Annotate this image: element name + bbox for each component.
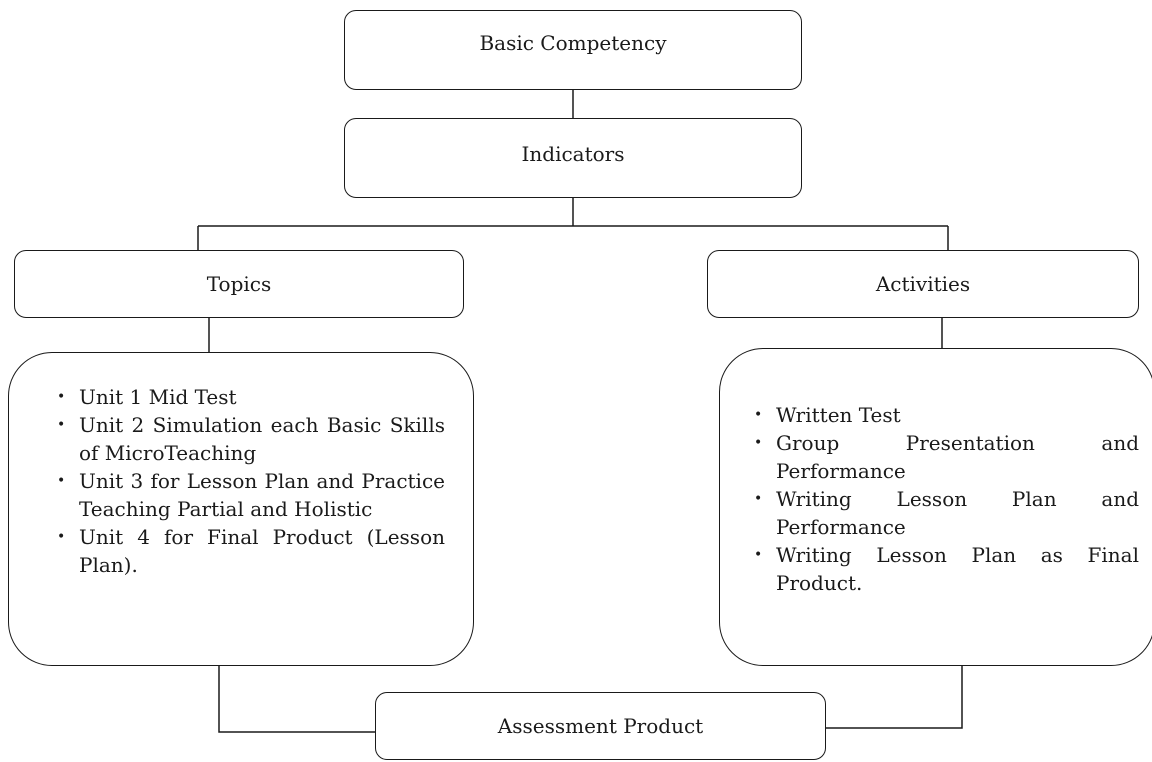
topics-item-text: Unit 4 for Final Product (Lesson Plan).	[79, 525, 445, 577]
topics-list-item: • Unit 3 for Lesson Plan and Practice Tea…	[57, 467, 445, 523]
activities-list-item: • Writing Lesson Plan and Performance	[754, 485, 1139, 541]
bullet-icon: •	[57, 529, 66, 545]
basic-competency-box: Basic Competency	[344, 10, 802, 90]
bullet-icon: •	[57, 389, 66, 405]
topics-list-box: • Unit 1 Mid Test • Unit 2 Simulation each…	[8, 352, 474, 666]
basic-competency-label: Basic Competency	[479, 31, 667, 55]
indicators-box: Indicators	[344, 118, 802, 198]
activities-list-box: • Written Test • Group Presentation and Pe…	[719, 348, 1152, 666]
topics-label: Topics	[206, 272, 272, 296]
bullet-icon: •	[754, 435, 763, 451]
activities-box: Activities	[707, 250, 1139, 318]
assessment-product-box: Assessment Product	[375, 692, 826, 760]
topics-item-text: Unit 2 Simulation each Basic Skills of M…	[79, 413, 445, 465]
bullet-icon: •	[754, 491, 763, 507]
topics-box: Topics	[14, 250, 464, 318]
connector-activities-list-to-assessment	[826, 666, 963, 729]
activities-item-text: Group Presentation and Performance	[776, 431, 1139, 483]
topics-item-text: Unit 1 Mid Test	[79, 385, 237, 409]
activities-list-item: • Writing Lesson Plan as Final Product.	[754, 541, 1139, 597]
indicators-label: Indicators	[521, 142, 625, 166]
topics-list-item: • Unit 4 for Final Product (Lesson Plan).	[57, 523, 445, 579]
topics-list-item: • Unit 2 Simulation each Basic Skills of …	[57, 411, 445, 467]
topics-list-item: • Unit 1 Mid Test	[57, 383, 445, 411]
activities-label: Activities	[875, 272, 971, 296]
assessment-product-label: Assessment Product	[497, 714, 704, 738]
activities-list-item: • Written Test	[754, 401, 1139, 429]
topics-item-text: Unit 3 for Lesson Plan and Practice Teac…	[79, 469, 445, 521]
activities-item-text: Writing Lesson Plan as Final Product.	[776, 543, 1139, 595]
bullet-icon: •	[754, 407, 763, 423]
topics-list: • Unit 1 Mid Test • Unit 2 Simulation each…	[57, 383, 445, 579]
activities-list-item: • Group Presentation and Performance	[754, 429, 1139, 485]
bullet-icon: •	[57, 417, 66, 433]
bullet-icon: •	[754, 547, 763, 563]
activities-list: • Written Test • Group Presentation and Pe…	[754, 401, 1139, 597]
activities-item-text: Writing Lesson Plan and Performance	[776, 487, 1139, 539]
connector-topics-list-to-assessment	[218, 666, 375, 733]
bullet-icon: •	[57, 473, 66, 489]
activities-item-text: Written Test	[776, 403, 901, 427]
